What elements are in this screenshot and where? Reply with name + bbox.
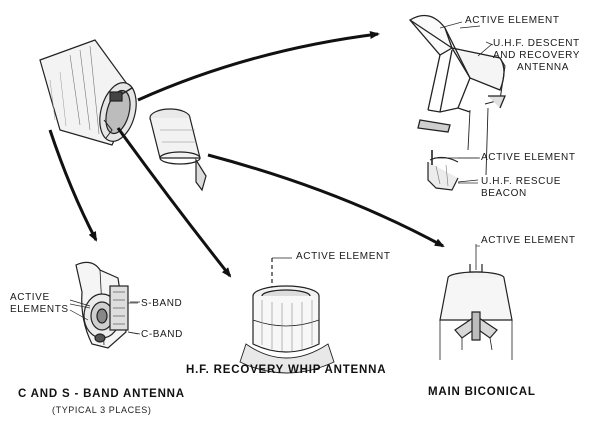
label-rescue-beacon-line2: BEACON [481,188,527,199]
uhf-rescue-beacon [427,107,489,191]
arrow-to-biconical [207,153,445,248]
leader-arrows [48,31,445,278]
label-uhf-descent-line2: AND RECOVERY [493,50,581,61]
beacon-canister [149,108,207,192]
label-c-band: C-BAND [141,329,183,340]
label-biconical-active-element: ACTIVE ELEMENT [481,235,576,246]
caption-cs-band-sub: (TYPICAL 3 PLACES) [52,405,152,415]
label-leaders [69,21,494,335]
label-whip-active-element: ACTIVE ELEMENT [296,251,391,262]
label-rescue-beacon-line1: U.H.F. RESCUE [481,176,562,187]
spacecraft-recovery-section [39,39,137,146]
arrow-to-whip [116,127,232,278]
arrow-to-cs-band [48,129,98,242]
label-uhf-descent-line3: ANTENNA [517,62,569,73]
label-rescue-active-element: ACTIVE ELEMENT [481,152,576,163]
label-uhf-descent-line1: U.H.F. DESCENT [493,38,580,49]
caption-cs-band: C AND S - BAND ANTENNA [18,388,185,400]
arrow-to-uhf-descent [137,31,380,102]
main-biconical-antenna [439,244,513,360]
caption-biconical: MAIN BICONICAL [428,386,536,398]
label-cs-active-line2: ELEMENTS [10,304,69,315]
caption-hf-whip: H.F. RECOVERY WHIP ANTENNA [186,364,387,376]
label-s-band: S-BAND [141,298,183,309]
label-cs-active-line1: ACTIVE [10,292,50,303]
hf-whip-antenna [239,257,335,374]
cs-band-antenna [69,261,141,349]
uhf-descent-antenna [409,14,506,133]
label-uhf-active-element: ACTIVE ELEMENT [465,15,560,26]
